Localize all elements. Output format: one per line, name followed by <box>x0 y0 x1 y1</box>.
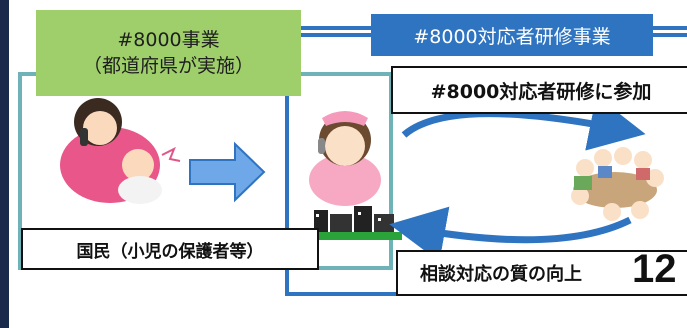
page-number: 12 <box>632 247 677 291</box>
right-arrow-icon <box>189 141 266 203</box>
left-edge-rule <box>0 0 9 328</box>
training-participation-label: #8000対応者研修に参加 <box>391 66 687 114</box>
quality-improvement-label: 相談対応の質の向上 <box>396 250 687 296</box>
buildings-illustration <box>306 206 402 240</box>
parent-with-baby-illustration <box>60 98 181 204</box>
cycle-arrow-bottom <box>389 206 632 262</box>
training-program-label: #8000対応者研修事業 <box>371 14 653 56</box>
nurse-illustration <box>309 111 381 206</box>
citizen-label: 国民（小児の保護者等） <box>21 228 319 270</box>
program-title-line1: #8000事業 <box>117 29 220 51</box>
cycle-arrow-top <box>401 95 646 151</box>
program-label: #8000事業 （都道府県が実施） <box>36 10 301 96</box>
program-title-line2: （都道府県が実施） <box>82 55 254 77</box>
meeting-group-illustration <box>571 147 664 221</box>
